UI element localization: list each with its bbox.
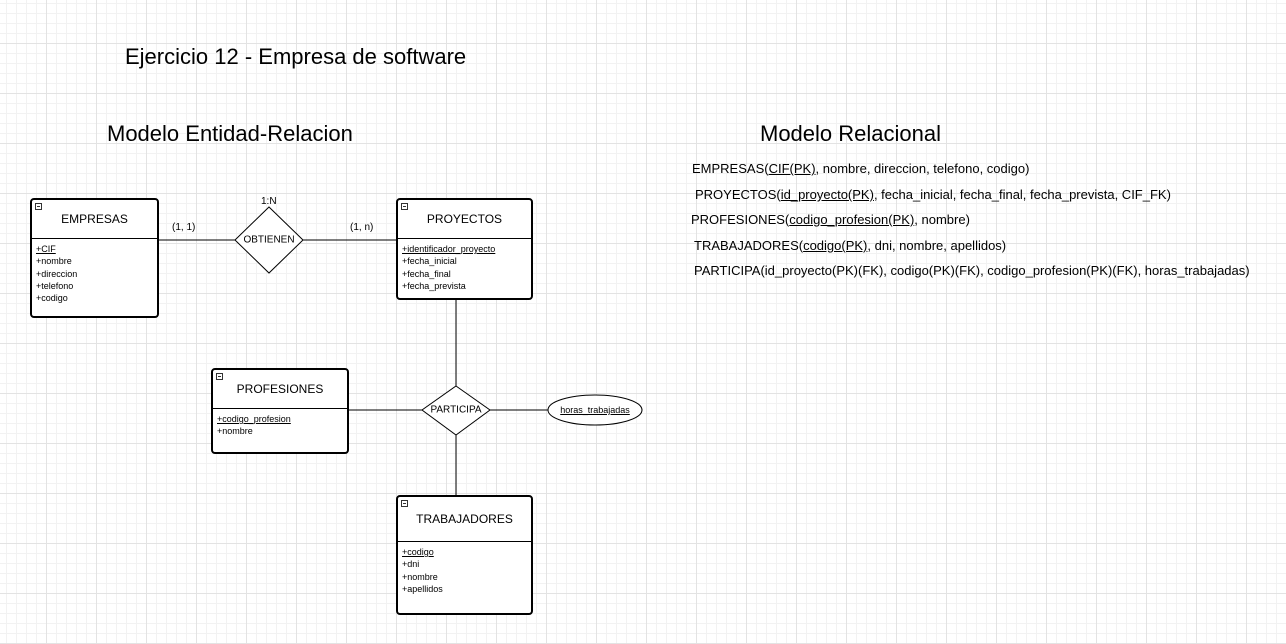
- obtienen-ratio: 1:N: [261, 196, 277, 207]
- entity-name: TRABAJADORES: [416, 512, 513, 526]
- attribute-nombre: +nombre: [402, 571, 438, 582]
- relation-name: EMPRESAS(: [692, 161, 769, 176]
- obtienen-diamond[interactable]: [234, 206, 304, 274]
- relation-pk: id_proyecto(PK): [780, 187, 874, 202]
- attribute-fecha-inicial: +fecha_inicial: [402, 256, 457, 267]
- relation-name: TRABAJADORES(: [694, 238, 804, 253]
- attribute-list: +CIF +nombre +direccion +telefono +codig…: [32, 239, 157, 304]
- obtienen-card-left: (1, 1): [172, 222, 196, 233]
- relational-proyectos: PROYECTOS(id_proyecto(PK), fecha_inicial…: [695, 187, 1171, 202]
- attribute-list: +codigo_profesion +nombre: [213, 409, 347, 438]
- relational-participa: PARTICIPA(id_proyecto(PK)(FK), codigo(PK…: [694, 263, 1250, 278]
- relation-fields: , dni, nombre, apellidos): [867, 238, 1007, 253]
- relation-name: PROYECTOS(: [695, 187, 781, 202]
- attribute-codigo: +codigo: [402, 547, 434, 557]
- page-title: Ejercicio 12 - Empresa de software: [125, 44, 467, 69]
- entity-trabajadores[interactable]: TRABAJADORES +codigo +dni +nombre +apell…: [396, 495, 533, 615]
- attribute-dni: +dni: [402, 559, 420, 570]
- attribute-nombre: +nombre: [36, 256, 72, 267]
- relational-trabajadores: TRABAJADORES(codigo(PK), dni, nombre, ap…: [694, 238, 1006, 253]
- attribute-codigo-profesion: +codigo_profesion: [217, 414, 291, 424]
- relational-model-title: Modelo Relacional: [760, 121, 941, 146]
- attribute-codigo: +codigo: [36, 293, 68, 304]
- attribute-identificador-proyecto: +identificador_proyecto: [402, 244, 496, 254]
- entity-header[interactable]: TRABAJADORES: [398, 497, 531, 542]
- entity-header[interactable]: EMPRESAS: [32, 200, 157, 239]
- horas-trabajadas-ellipse[interactable]: [547, 394, 643, 426]
- er-model-title: Modelo Entidad-Relacion: [107, 121, 353, 146]
- attribute-apellidos: +apellidos: [402, 583, 443, 594]
- attribute-telefono: +telefono: [36, 280, 74, 291]
- attribute-fecha-final: +fecha_final: [402, 268, 451, 279]
- attribute-list: +codigo +dni +nombre +apellidos: [398, 542, 531, 595]
- collapse-icon[interactable]: [35, 203, 42, 210]
- collapse-icon[interactable]: [401, 203, 408, 210]
- obtienen-label: OBTIENEN: [243, 234, 295, 246]
- attribute-nombre: +nombre: [217, 426, 253, 437]
- relation-pk: CIF(PK): [768, 161, 816, 176]
- entity-profesiones[interactable]: PROFESIONES +codigo_profesion +nombre: [211, 368, 349, 454]
- entity-proyectos[interactable]: PROYECTOS +identificador_proyecto +fecha…: [396, 198, 533, 300]
- entity-header[interactable]: PROYECTOS: [398, 200, 531, 239]
- entity-header[interactable]: PROFESIONES: [213, 370, 347, 409]
- relation-fields: , nombre): [914, 212, 970, 227]
- attribute-cif: +CIF: [36, 244, 56, 254]
- relation-fields: , nombre, direccion, telefono, codigo): [815, 161, 1030, 176]
- entity-empresas[interactable]: EMPRESAS +CIF +nombre +direccion +telefo…: [30, 198, 159, 318]
- relational-empresas: EMPRESAS(CIF(PK), nombre, direccion, tel…: [692, 161, 1029, 176]
- entity-name: PROYECTOS: [426, 212, 503, 226]
- relation-pk: codigo(PK): [803, 238, 868, 253]
- participa-diamond[interactable]: [421, 385, 491, 436]
- relation-fields: , fecha_inicial, fecha_final, fecha_prev…: [873, 187, 1171, 202]
- entity-name: PROFESIONES: [236, 382, 324, 396]
- obtienen-card-right: (1, n): [350, 222, 374, 233]
- attribute-list: +identificador_proyecto +fecha_inicial +…: [398, 239, 531, 292]
- relation-pk: codigo_profesion(PK): [789, 212, 915, 227]
- relational-profesiones: PROFESIONES(codigo_profesion(PK), nombre…: [691, 212, 970, 227]
- participa-label: PARTICIPA: [430, 404, 482, 416]
- horas-trabajadas-label: horas_trabajadas: [560, 405, 630, 415]
- attribute-fecha-prevista: +fecha_prevista: [402, 280, 466, 291]
- relation-name: PROFESIONES(: [691, 212, 790, 227]
- attribute-direccion: +direccion: [36, 268, 78, 279]
- collapse-icon[interactable]: [216, 373, 223, 380]
- collapse-icon[interactable]: [401, 500, 408, 507]
- entity-name: EMPRESAS: [61, 212, 128, 226]
